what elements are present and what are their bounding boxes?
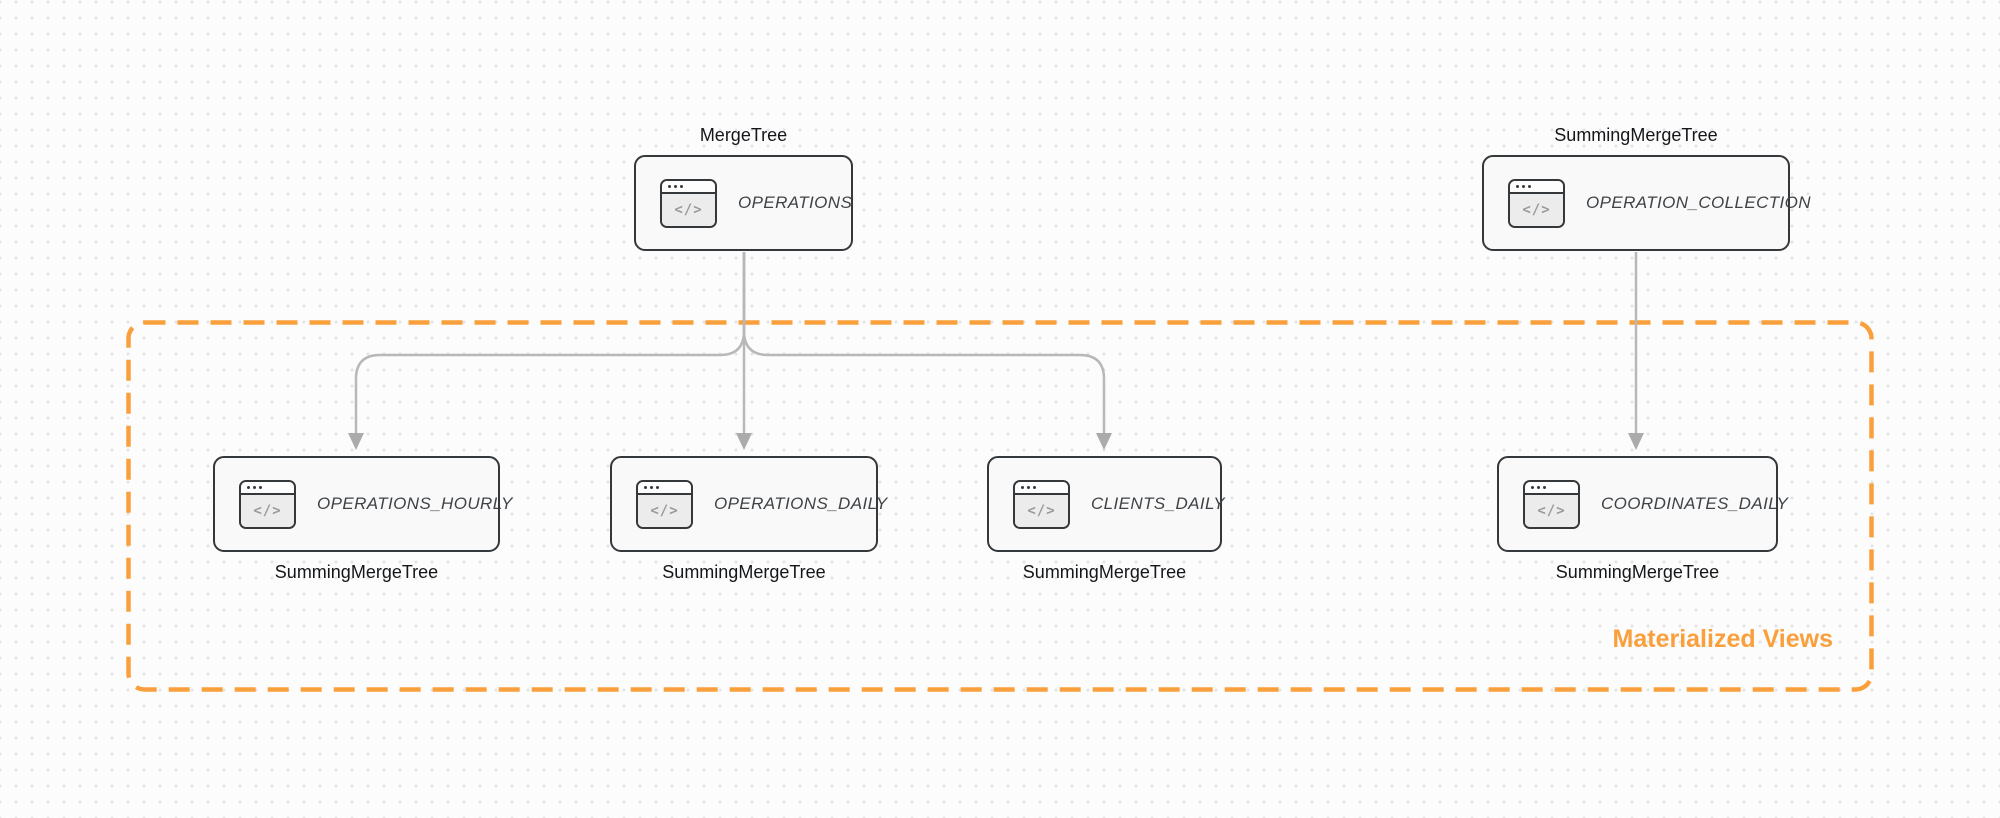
code-glyph: </> (1510, 193, 1563, 226)
window-dots (1525, 481, 1578, 495)
code-window-icon: </> (1523, 479, 1580, 529)
code-window-icon: </> (1508, 178, 1565, 228)
code-glyph: </> (1525, 494, 1578, 527)
node-operation-collection[interactable]: SummingMergeTree </> OPERATION_COLLECTIO… (1482, 125, 1811, 251)
arrowhead-icon (348, 433, 364, 450)
code-window-icon: </> (1013, 479, 1070, 529)
arrowhead-icon (1628, 433, 1644, 450)
code-window-icon: </> (660, 178, 717, 228)
node-box[interactable]: </> COORDINATES_DAILY (1497, 456, 1788, 552)
window-dots (638, 481, 691, 495)
edge-operations-to-operations-hourly (354, 252, 746, 434)
engine-label: SummingMergeTree (274, 562, 439, 582)
table-name: OPERATION_COLLECTION (1586, 193, 1811, 212)
node-operations[interactable]: MergeTree </> OPERATIONS (634, 125, 853, 251)
arrowhead-icon (736, 433, 752, 450)
node-box[interactable]: </> OPERATIONS_HOURLY (213, 456, 512, 552)
node-clients-daily[interactable]: </> CLIENTS_DAILY SummingMergeTree (987, 456, 1226, 582)
node-coordinates-daily[interactable]: </> COORDINATES_DAILY SummingMergeTree (1497, 456, 1788, 582)
table-name: CLIENTS_DAILY (1091, 494, 1226, 513)
window-dots (1015, 481, 1068, 495)
table-name: OPERATIONS_HOURLY (317, 494, 513, 513)
materialized-views-label: Materialized Views (1612, 625, 1833, 653)
arrowhead-icon (1096, 433, 1112, 450)
edge-operations-to-clients-daily (742, 252, 1106, 434)
node-box[interactable]: </> OPERATIONS_DAILY (610, 456, 887, 552)
window-dots (662, 180, 715, 194)
engine-label: SummingMergeTree (1554, 125, 1718, 145)
engine-label: SummingMergeTree (662, 562, 826, 582)
code-window-icon: </> (239, 479, 296, 529)
table-name: COORDINATES_DAILY (1601, 494, 1789, 513)
engine-label: SummingMergeTree (1555, 562, 1720, 582)
table-name: OPERATIONS (738, 193, 853, 212)
window-dots (241, 481, 294, 495)
node-box[interactable]: </> OPERATIONS (634, 155, 853, 251)
code-glyph: </> (662, 193, 715, 226)
table-name: OPERATIONS_DAILY (714, 494, 888, 513)
engine-label: MergeTree (699, 125, 788, 145)
code-glyph: </> (241, 494, 294, 527)
node-operations-hourly[interactable]: </> OPERATIONS_HOURLY SummingMergeTree (213, 456, 512, 582)
code-glyph: </> (638, 494, 691, 527)
code-glyph: </> (1015, 494, 1068, 527)
node-box[interactable]: </> CLIENTS_DAILY (987, 456, 1226, 552)
node-box[interactable]: </> OPERATION_COLLECTION (1482, 155, 1811, 251)
node-operations-daily[interactable]: </> OPERATIONS_DAILY SummingMergeTree (610, 456, 887, 582)
engine-label: SummingMergeTree (1022, 562, 1187, 582)
window-dots (1510, 180, 1563, 194)
code-window-icon: </> (636, 479, 693, 529)
